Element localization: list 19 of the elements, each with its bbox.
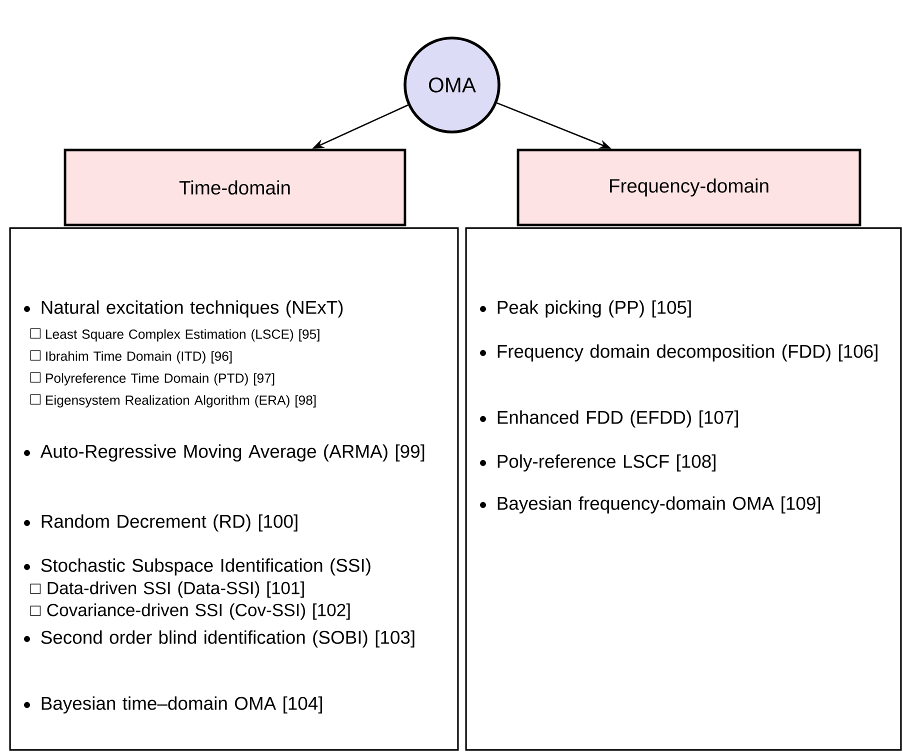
category-box: Frequency-domain: [516, 148, 862, 226]
list-item: Bayesian time–domain OMA [104]: [24, 696, 322, 714]
list-item: Enhanced FDD (EFDD) [107]: [480, 410, 738, 428]
list-item: Second order blind identification (SOBI) [103]: [24, 630, 414, 648]
list-item: Auto-Regressive Moving Average (ARMA) [99]: [24, 444, 424, 462]
sub-item: Polyreference Time Domain (PTD) [97]: [30, 372, 274, 386]
list-item: Peak picking (PP) [105]: [480, 300, 691, 318]
sub-item: Eigensystem Realization Algorithm (ERA) [98]: [30, 394, 316, 408]
sub-item: Ibrahim Time Domain (ITD) [96]: [30, 350, 232, 364]
list-item: Poly-reference LSCF [108]: [480, 454, 716, 472]
list-item: Stochastic Subspace Identification (SSI): [24, 558, 370, 576]
list-item: Frequency domain decomposition (FDD) [106]: [480, 344, 878, 362]
list-item: Natural excitation techniques (NExT): [24, 300, 343, 318]
sub-item: Data-driven SSI (Data-SSI) [101]: [30, 581, 304, 598]
sub-item: Covariance-driven SSI (Cov-SSI) [102]: [30, 603, 350, 620]
list-item: Bayesian frequency-domain OMA [109]: [480, 496, 820, 514]
sub-item: Least Square Complex Estimation (LSCE) [95]: [30, 328, 320, 342]
list-item: Random Decrement (RD) [100]: [24, 514, 298, 532]
category-box: Time-domain: [64, 148, 406, 226]
